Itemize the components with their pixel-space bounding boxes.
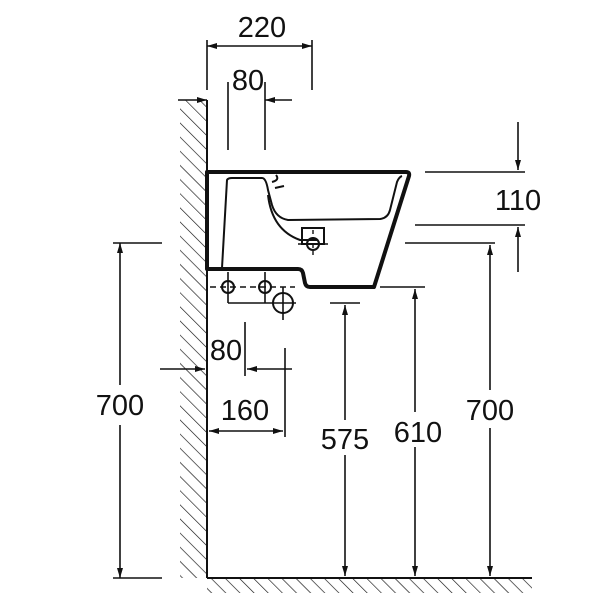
svg-text:80: 80 [210, 335, 242, 367]
svg-text:610: 610 [394, 417, 442, 449]
dimension-overall-depth: 220 [206, 12, 313, 90]
svg-text:700: 700 [96, 390, 144, 422]
floor [207, 577, 532, 593]
dimension-left-height: 700 [96, 242, 162, 579]
svg-text:110: 110 [495, 185, 541, 217]
bidet-outline [205, 170, 412, 289]
dimension-top-fixing-offset: 80 [178, 65, 292, 150]
svg-text:220: 220 [238, 12, 286, 44]
dimension-rim-height: 110 [415, 122, 541, 272]
svg-text:160: 160 [221, 395, 269, 427]
dimension-waste-offset: 160 [209, 348, 286, 437]
svg-text:700: 700 [466, 395, 514, 427]
dimension-bottom-height: 610 [380, 286, 442, 576]
dimension-lower-fixing-offset: 80 [160, 322, 292, 376]
dimension-waste-height: 575 [321, 302, 369, 576]
svg-text:575: 575 [321, 424, 369, 456]
wall [180, 100, 208, 578]
dimension-right-height: 700 [405, 242, 514, 576]
fixing-points [210, 272, 296, 320]
svg-text:80: 80 [232, 65, 264, 97]
